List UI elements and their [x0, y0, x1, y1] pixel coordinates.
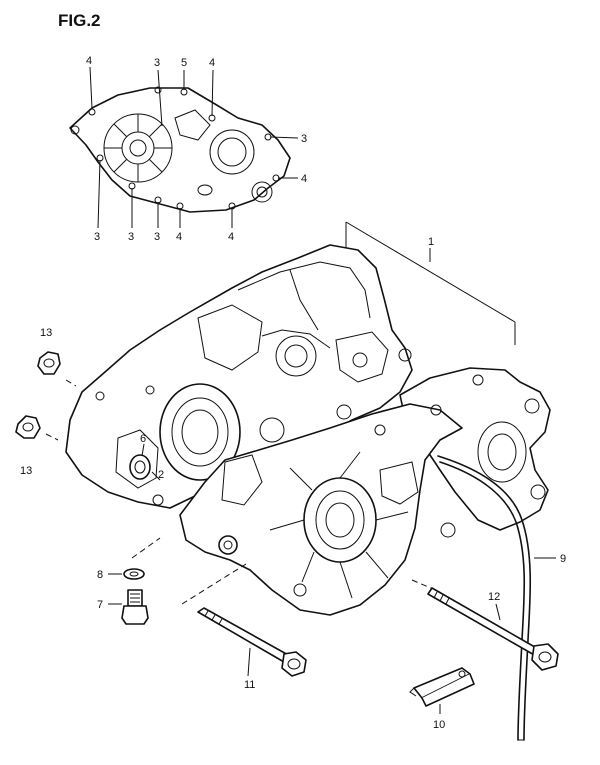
right-crankcase-half — [399, 367, 551, 531]
bolt-part-12 — [427, 587, 559, 671]
callout-part-2: 2 — [158, 469, 164, 481]
callout-part-7: 7 — [97, 599, 103, 611]
callout-part-11: 11 — [244, 679, 255, 691]
inset-callout-3-bottom-1: 3 — [94, 231, 100, 243]
inset-crankcase-view: 4 3 5 4 3 4 3 3 3 4 4 — [69, 55, 307, 243]
inset-callout-4-right: 4 — [301, 173, 307, 185]
callout-part-6: 6 — [140, 433, 146, 445]
washer-part-8 — [123, 568, 145, 580]
callout-part-8: 8 — [97, 569, 103, 581]
callout-part-9: 9 — [560, 553, 566, 565]
inset-callout-4-bottom-2: 4 — [228, 231, 234, 243]
bolt-part-11 — [197, 607, 307, 677]
inset-callout-3-bottom-2: 3 — [128, 231, 134, 243]
figure-title: FIG.2 — [58, 11, 101, 30]
callout-part-10: 10 — [433, 719, 445, 731]
clamp-part-10 — [409, 667, 475, 707]
callout-part-1: 1 — [428, 236, 434, 248]
callout-part-13-lower: 13 — [20, 465, 32, 477]
hose-part-9 — [437, 455, 532, 741]
inset-callout-3-bottom-3: 3 — [154, 231, 160, 243]
inset-callout-5: 5 — [181, 57, 187, 69]
nut-part-13-upper — [37, 351, 61, 375]
inset-callout-4a: 4 — [86, 55, 92, 67]
inset-callout-4-bottom-1: 4 — [176, 231, 182, 243]
part-1-bracket-right — [345, 221, 516, 323]
crankcase-assembly — [65, 244, 551, 616]
inset-callout-3a: 3 — [154, 57, 160, 69]
nut-part-13-lower — [15, 415, 41, 439]
inset-callout-4b: 4 — [209, 57, 215, 69]
callout-part-12: 12 — [488, 591, 500, 603]
oil-seal-part-6 — [129, 454, 151, 480]
callout-part-13-upper: 13 — [40, 327, 52, 339]
bolt-part-7 — [121, 589, 149, 625]
inset-callout-3-right: 3 — [301, 133, 307, 145]
